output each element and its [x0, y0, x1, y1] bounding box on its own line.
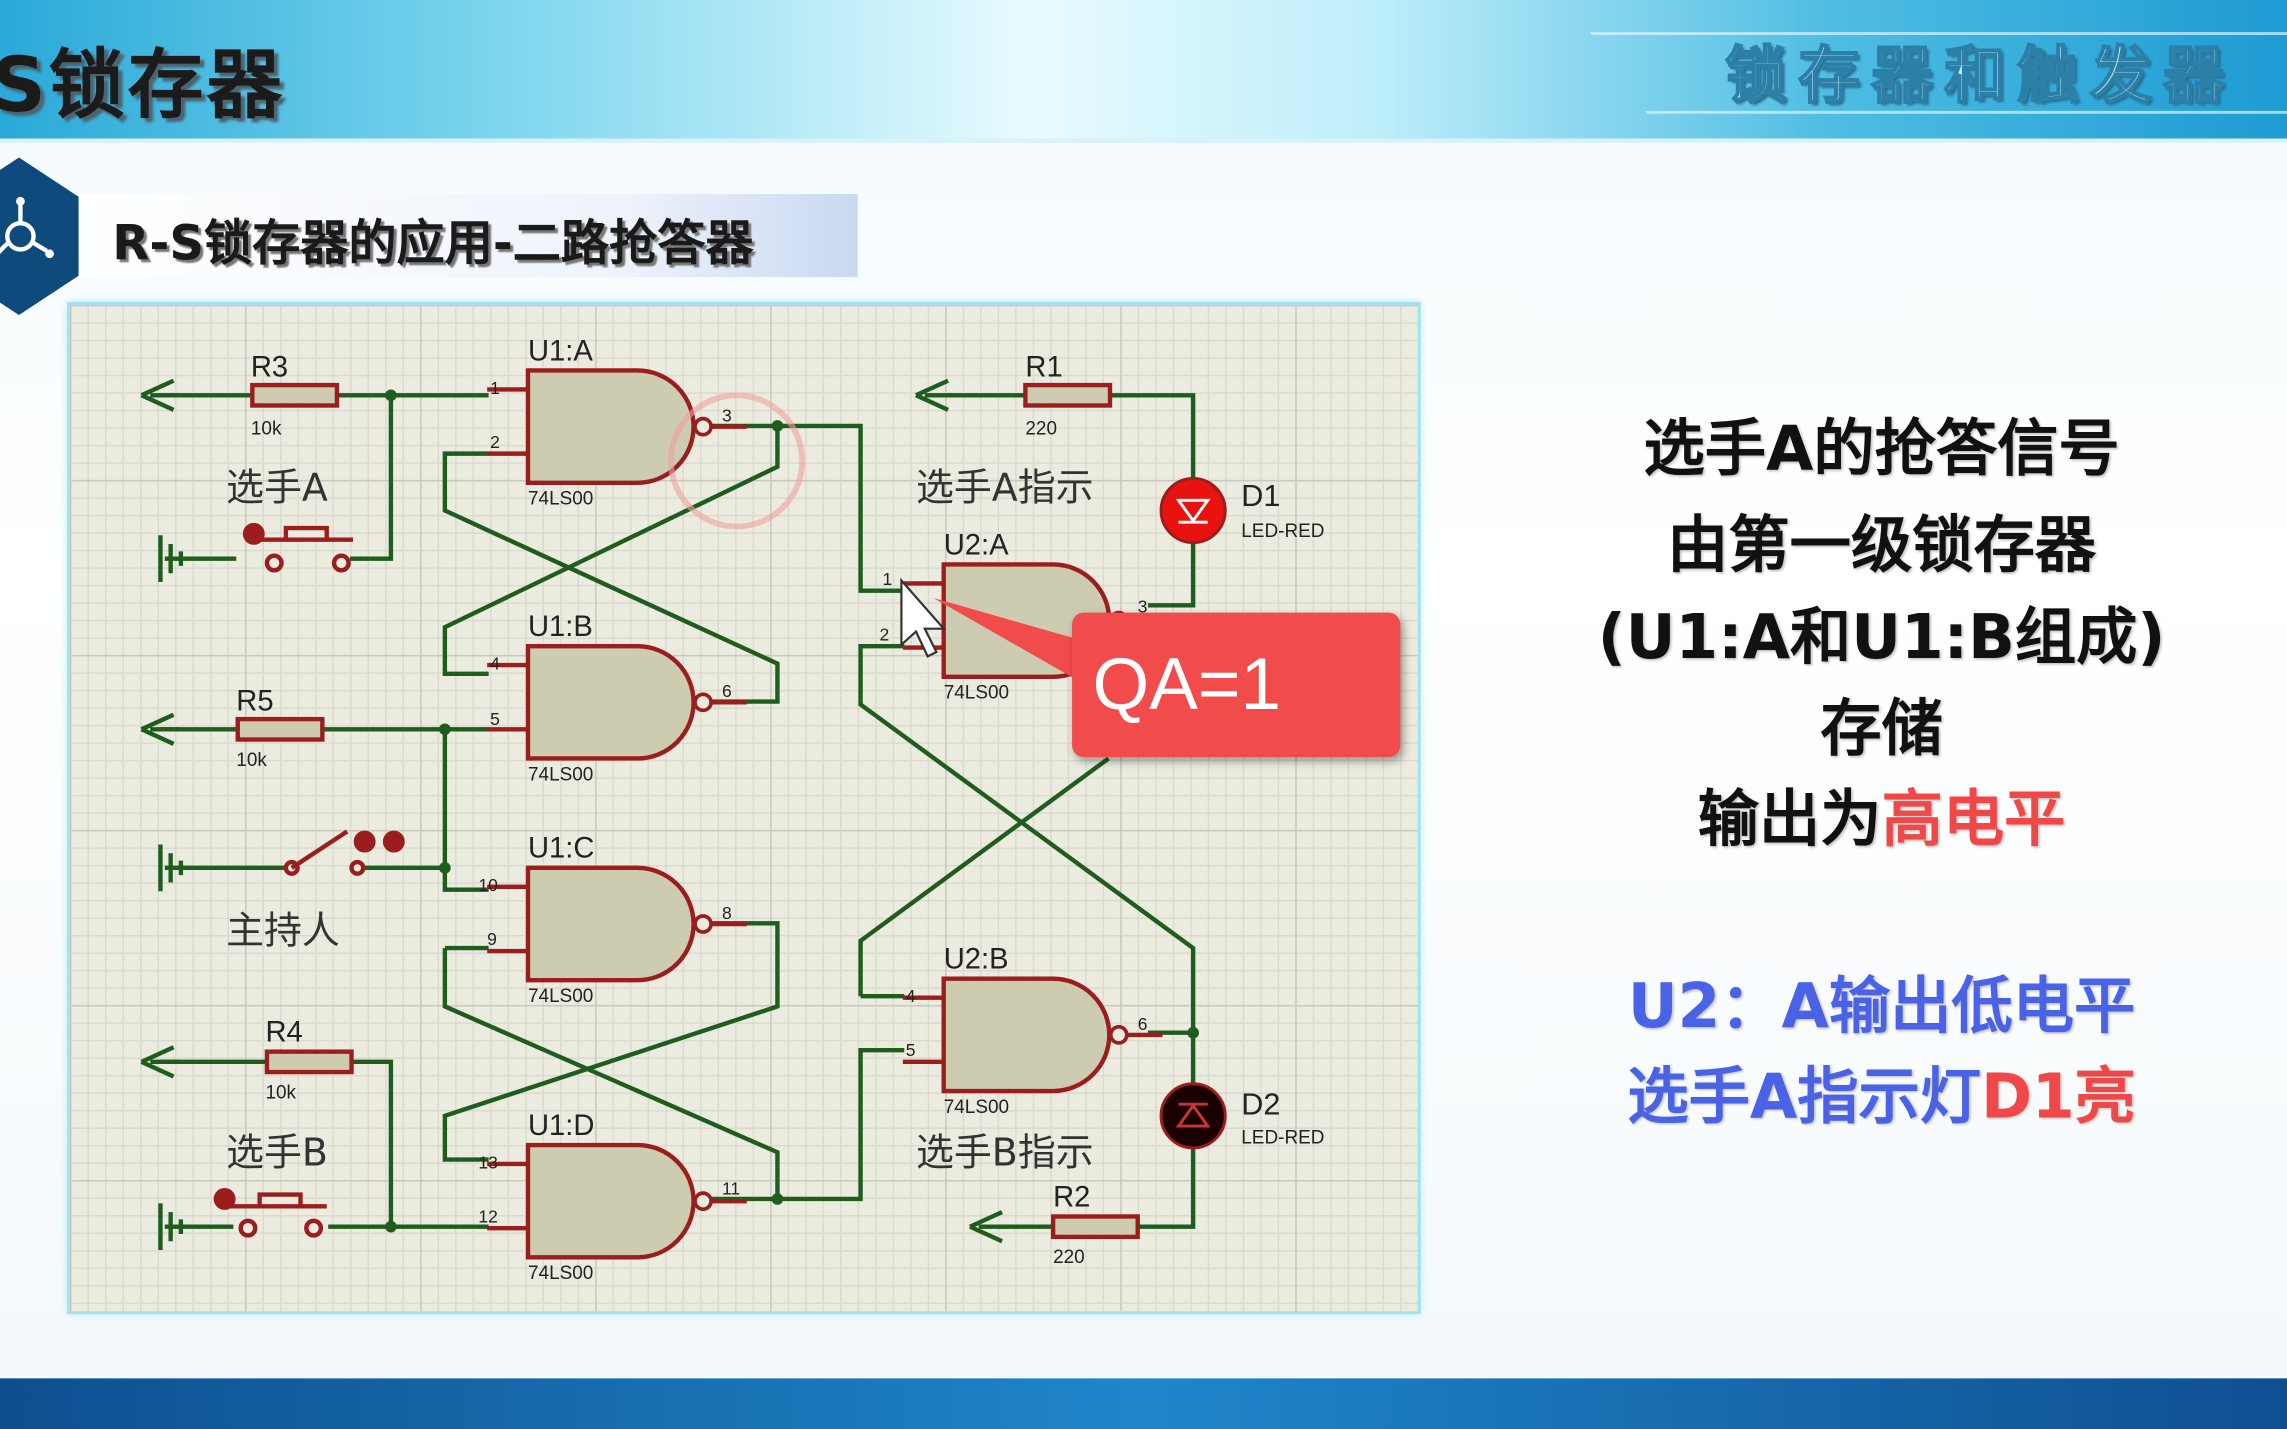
label-indicator-a: 选手A指示 [916, 465, 1094, 509]
pin-number: 12 [478, 1206, 497, 1226]
resistor-label: R2 [1053, 1181, 1090, 1213]
pin-number: 1 [882, 569, 892, 589]
junctions [385, 389, 1199, 1233]
label-indicator-b: 选手B指示 [916, 1130, 1094, 1174]
pin-number: 3 [722, 406, 732, 426]
led-highlight: D1亮 [1981, 1060, 2136, 1132]
resistor-value: 10k [251, 419, 282, 440]
label-player-b: 选手B [226, 1130, 328, 1174]
pin-number: 13 [478, 1152, 497, 1172]
pin-number: 10 [478, 875, 498, 895]
led-type: LED-RED [1241, 1128, 1324, 1149]
resistor-value: 220 [1025, 419, 1057, 440]
power-arrow-icon [916, 381, 954, 410]
pin-number: 2 [490, 432, 500, 452]
led-label: D2 [1241, 1087, 1280, 1121]
mouse-cursor-icon [900, 577, 947, 658]
power-arrow-icon [141, 715, 179, 744]
pin-number: 1 [490, 378, 500, 398]
led-type: LED-RED [1241, 521, 1324, 542]
output-prefix: 输出为 [1697, 783, 1882, 855]
click-highlight [668, 392, 806, 530]
power-arrow-icon [141, 1047, 179, 1076]
resistor-r4[interactable] [267, 1052, 352, 1072]
pin-number: 5 [490, 709, 500, 729]
gate-label: U1:C [528, 833, 594, 865]
pin-number: 5 [906, 1040, 916, 1060]
callout-qa: QA=1 [1072, 612, 1401, 758]
resistor-r5[interactable] [238, 719, 323, 739]
button-player-b[interactable] [213, 1188, 327, 1238]
led-d2[interactable] [1159, 1082, 1227, 1150]
label-host: 主持人 [226, 909, 340, 953]
pin-number: 11 [722, 1179, 740, 1199]
resistor-r1[interactable] [1025, 385, 1110, 405]
pin-number: 2 [880, 624, 890, 644]
power-arrow-icon [141, 381, 179, 410]
gate-label: U1:A [528, 335, 593, 367]
gate-type: 74LS00 [944, 683, 1009, 704]
gate-type: 74LS00 [944, 1097, 1009, 1118]
footer-band [0, 1378, 2287, 1429]
gate-u1a[interactable] [487, 370, 747, 482]
resistor-value: 220 [1053, 1247, 1085, 1268]
section-title: R-S锁存器的应用-二路抢答器 [112, 214, 754, 272]
gate-type: 74LS00 [528, 489, 593, 510]
resistor-r2[interactable] [1053, 1216, 1138, 1236]
resistor-value: 10k [265, 1082, 296, 1103]
pin-number: 4 [490, 653, 500, 673]
button-player-a[interactable] [242, 522, 353, 573]
pin-number: 6 [722, 681, 732, 701]
slide-title: S锁存器 [0, 42, 286, 130]
chapter-title: 锁存器和触发器 [1724, 38, 2237, 112]
gate-label: U2:A [944, 529, 1009, 561]
gate-u1b[interactable] [487, 646, 747, 758]
wires [160, 393, 1196, 1229]
power-arrow-icon [970, 1212, 1008, 1241]
gate-u1d[interactable] [487, 1145, 747, 1257]
explanation-line: (U1:A和U1:B组成) [1597, 600, 2166, 673]
resistor-label: R4 [265, 1016, 302, 1048]
section-header [80, 193, 858, 278]
led-label: D1 [1241, 479, 1280, 513]
led-d1[interactable] [1159, 476, 1227, 545]
pin-number: 3 [1138, 597, 1148, 617]
led-prefix: 选手A指示灯 [1627, 1060, 1982, 1132]
explanation-output: 输出为高电平 [1517, 770, 2246, 859]
explanation-line: 存储 [1820, 692, 1943, 765]
gate-u1c[interactable] [487, 868, 747, 980]
pin-number: 4 [906, 986, 916, 1006]
explanation-led: 选手A指示灯D1亮 [1517, 1047, 2246, 1136]
explanation-line: 由第一级锁存器 [1667, 509, 2097, 581]
gate-label: U2:B [944, 944, 1009, 976]
explanation-line: 选手A的抢答信号 [1643, 412, 2120, 485]
pin-number: 8 [722, 903, 732, 923]
resistor-label: R5 [236, 685, 273, 717]
gate-label: U1:D [528, 1110, 594, 1142]
output-highlight: 高电平 [1881, 783, 2066, 855]
resistor-label: R1 [1025, 351, 1062, 383]
resistor-r3[interactable] [252, 385, 337, 405]
gate-type: 74LS00 [528, 986, 593, 1007]
resistor-label: R3 [251, 351, 288, 383]
switch-host[interactable] [283, 829, 405, 876]
resistor-value: 10k [236, 750, 267, 771]
gate-type: 74LS00 [528, 764, 593, 785]
explanation-u2: U2：A输出低电平 [1627, 969, 2136, 1042]
pin-number: 9 [487, 929, 497, 949]
pin-number: 6 [1138, 1014, 1148, 1034]
label-player-a: 选手A [226, 465, 328, 509]
gate-type: 74LS00 [528, 1263, 593, 1284]
gate-label: U1:B [528, 611, 593, 643]
gate-u2b[interactable] [903, 979, 1163, 1091]
header-band [0, 0, 2287, 143]
